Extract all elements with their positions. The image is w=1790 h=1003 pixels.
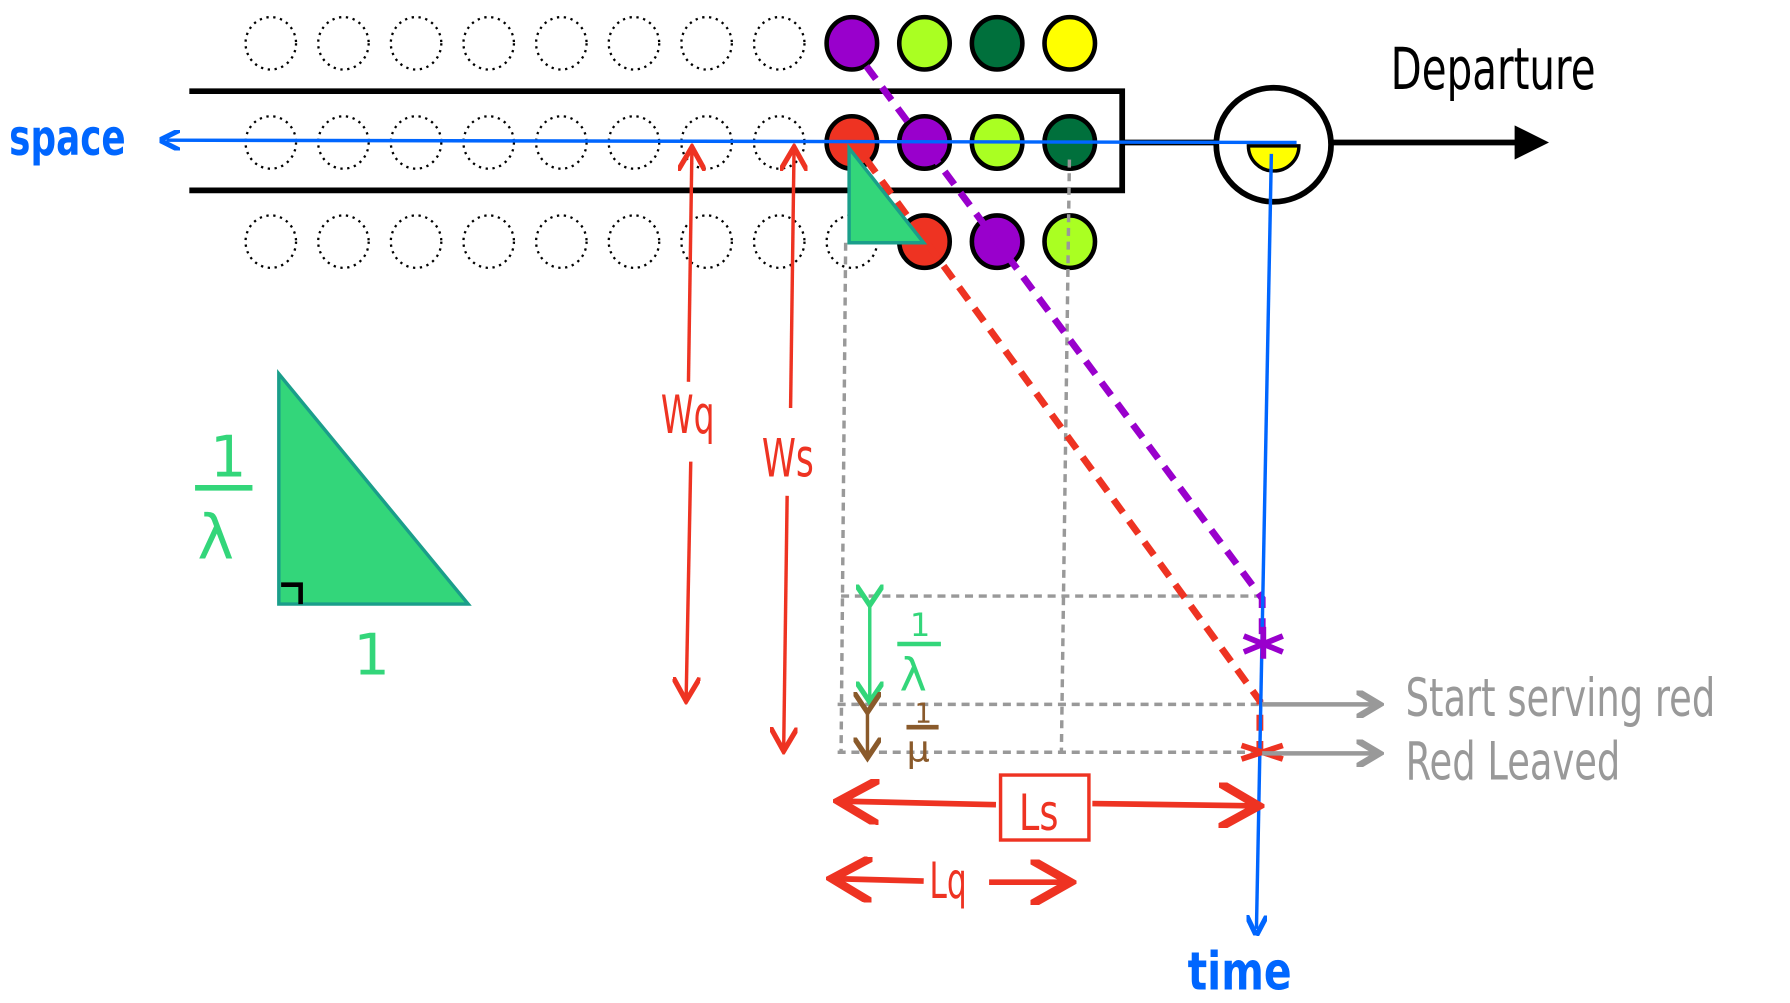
empty-slot: [389, 214, 443, 269]
legend-denominator: λ: [197, 502, 234, 574]
empty-slot: [389, 115, 443, 170]
empty-slot: [607, 214, 661, 269]
empty-slot: [680, 214, 733, 269]
empty-slot: [462, 15, 516, 71]
purple-leave-mark: [1242, 626, 1284, 659]
legend-base-label: 1: [353, 623, 389, 689]
lambda-denominator: λ: [900, 649, 927, 702]
time-axis: [1256, 153, 1274, 929]
ls-arrow-right: [1092, 804, 1253, 806]
server-customer: [1246, 144, 1301, 173]
mu-numerator: 1: [915, 699, 933, 730]
empty-slot: [244, 214, 298, 269]
space-label: space: [9, 110, 126, 168]
customer-purple: [824, 14, 880, 72]
ws-arrow-up: [791, 150, 794, 409]
empty-slot: [680, 15, 733, 71]
wq-arrow-down: [686, 461, 691, 698]
ls-box: [998, 773, 1091, 842]
ws-label: Ws: [762, 429, 814, 489]
time-label: time: [1188, 941, 1292, 1002]
empty-slot: [317, 115, 370, 170]
rate-triangle-legend: [277, 369, 472, 606]
empty-slot: [534, 15, 588, 71]
empty-slot: [244, 115, 298, 170]
customer-yellow: [1042, 14, 1098, 72]
lq-arrow-left: [838, 879, 924, 881]
space-axis: [166, 140, 1297, 142]
empty-slot: [317, 214, 370, 269]
empty-slot: [244, 15, 298, 71]
customer-darkgreen: [969, 14, 1025, 72]
empty-slot: [462, 214, 516, 269]
empty-slot: [389, 15, 443, 71]
lambda-numerator: 1: [910, 606, 930, 644]
right-angle-mark: [281, 582, 303, 605]
ls-label: Ls: [1019, 784, 1059, 842]
wq-label: Wq: [661, 385, 715, 446]
guide-lines: [837, 159, 1265, 754]
empty-slot: [317, 15, 370, 71]
empty-slot: [607, 15, 661, 71]
customer-lime: [896, 14, 953, 72]
empty-slot: [752, 214, 806, 269]
rate-triangle-small: [847, 143, 928, 245]
ls-arrow-left: [845, 801, 997, 804]
start-serving-label: Start serving red: [1406, 667, 1716, 728]
wq-arrow-up: [688, 150, 691, 382]
lq-label: Lq: [929, 851, 966, 910]
mu-denominator: μ: [906, 727, 929, 770]
ws-arrow-down: [784, 495, 787, 748]
empty-slot: [752, 15, 806, 71]
empty-slot: [534, 214, 588, 269]
red-leaved-label: Red Leaved: [1406, 731, 1621, 792]
legend-numerator: 1: [210, 425, 246, 491]
departure-label: Departure: [1391, 36, 1596, 103]
